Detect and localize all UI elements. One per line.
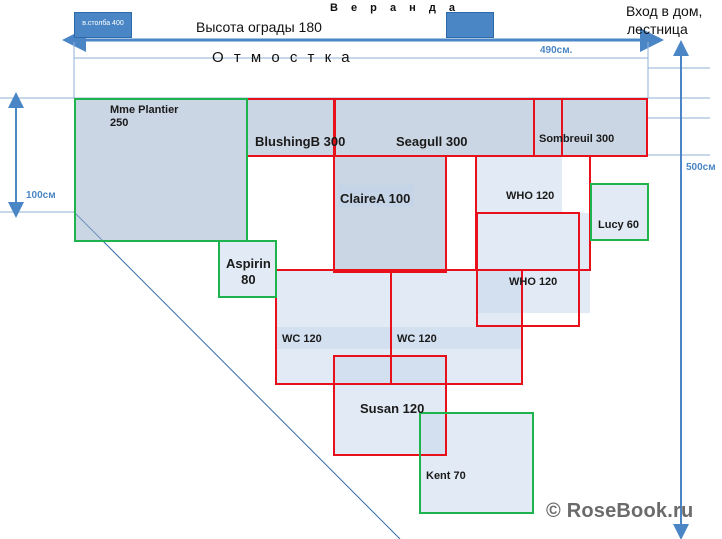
bed-mme-plantier	[74, 98, 248, 242]
fence-height-label: Высота ограды 180	[196, 19, 322, 35]
plant-label-wc-left: WC 120	[282, 333, 322, 345]
plant-label-seagull: Seagull 300	[396, 134, 468, 149]
plant-label-sombreuil: Sombreuil 300	[539, 133, 615, 145]
bed-claire	[333, 155, 447, 273]
aspirin-fill	[218, 240, 276, 298]
bed-seagull	[333, 98, 648, 157]
bed-aspirin	[218, 240, 277, 298]
post-left: в.столба 400	[74, 12, 132, 38]
bed-strip-fill	[74, 98, 648, 155]
bed-susan	[333, 355, 447, 456]
plant-label-aspirin: Aspirin 80	[226, 256, 271, 287]
post-label: в.столба 400	[82, 20, 124, 27]
plant-label-kent: Kent 70	[426, 470, 466, 482]
plant-label-who-upper: WHO 120	[506, 190, 555, 202]
plant-label-blushingb: BlushingB 300	[255, 134, 346, 149]
claire-fill	[334, 155, 446, 271]
plant-label-susan: Susan 120	[360, 401, 425, 416]
kent-fill	[420, 413, 532, 513]
width-dimension-label: 490см.	[540, 45, 573, 56]
bed-wc-right	[390, 269, 523, 385]
post-right	[446, 12, 494, 38]
wc-fill	[276, 270, 522, 384]
wc-label-band	[276, 327, 522, 349]
veranda-label: В е р а н д а	[330, 2, 460, 14]
who-lower-fill	[476, 213, 590, 313]
diagonal-boundary	[73, 211, 401, 539]
claire-label-bg	[338, 185, 414, 207]
bed-sombreuil	[533, 98, 563, 157]
lucy-fill	[591, 184, 648, 241]
plant-label-mme-plantier: Mme Plantier 250	[110, 104, 179, 129]
plant-label-lucy: Lucy 60	[598, 219, 639, 231]
who-upper-fill	[476, 155, 562, 213]
plant-label-claire: ClaireA 100	[340, 191, 411, 206]
mme-plantier-fill	[74, 155, 248, 241]
watermark: © RoseBook.ru	[546, 500, 694, 522]
bed-kent	[419, 412, 534, 514]
entrance-label-line2: лестница	[627, 21, 688, 37]
otmostka-label: О т м о с т к а	[212, 49, 353, 66]
strip-dimension-label: 100см	[26, 190, 56, 201]
plant-label-wc-right: WC 120	[397, 333, 437, 345]
bed-lucy	[590, 183, 649, 241]
entrance-label-line1: Вход в дом,	[626, 3, 703, 19]
plant-label-who-lower: WHO 120	[509, 276, 558, 288]
height-dimension-label: 500см	[686, 162, 716, 173]
